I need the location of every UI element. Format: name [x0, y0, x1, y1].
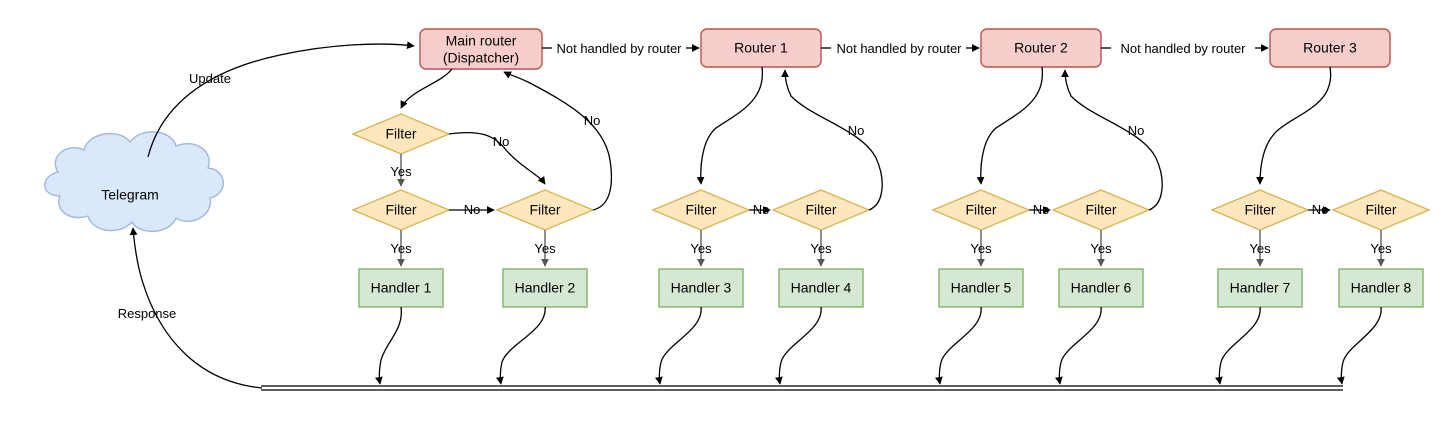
handler-4-label: Handler 4: [791, 280, 852, 296]
edge-label-update: Update: [189, 71, 231, 86]
edge-label-yes-3: Yes: [534, 241, 556, 256]
edge-label-no-r2-b: No: [1128, 123, 1145, 138]
filter-5-label: Filter: [805, 202, 836, 218]
edge-filter1-no-filter3: [448, 131, 546, 185]
handler-6-label: Handler 6: [1071, 280, 1132, 296]
router-2-label: Router 2: [1014, 40, 1068, 56]
edge-handler8-to-bus: [1337, 306, 1382, 385]
handler-8[interactable]: Handler 8: [1338, 268, 1424, 308]
router-main-rect[interactable]: [419, 28, 543, 70]
filter-1[interactable]: Filter: [351, 113, 451, 155]
handler-8-label: Handler 8: [1351, 280, 1412, 296]
handler-1-rect[interactable]: [358, 268, 444, 308]
filter-2[interactable]: Filter: [351, 189, 451, 231]
filter-2-label: Filter: [385, 202, 416, 218]
handler-3-rect[interactable]: [658, 268, 744, 308]
edge-label-no-main-b: No: [464, 202, 481, 217]
edge-label-yes-6: Yes: [970, 241, 992, 256]
filter-7-label: Filter: [1085, 202, 1116, 218]
edge-filter5-no-router1: [781, 69, 883, 211]
handler-3[interactable]: Handler 3: [658, 268, 744, 308]
edge-label-yes-7: Yes: [1090, 241, 1112, 256]
filter-8-label: Filter: [1244, 202, 1275, 218]
edge-handler6-to-bus: [1055, 306, 1102, 385]
edge-handler1-to-bus: [375, 306, 402, 385]
handler-1-label: Handler 1: [371, 280, 432, 296]
handler-2-label: Handler 2: [515, 280, 576, 296]
filter-9-label: Filter: [1365, 202, 1396, 218]
edge-label-no-main-a: No: [493, 134, 510, 149]
edge-label-no-r3-a: No: [1312, 202, 1329, 217]
edge-handler5-to-bus: [935, 306, 982, 385]
filter-6-label: Filter: [965, 202, 996, 218]
filter-8[interactable]: Filter: [1210, 189, 1310, 231]
edge-main-to-filter1: [400, 68, 453, 109]
edge-label-no-r1-b: No: [848, 123, 865, 138]
filter-1-label: Filter: [385, 126, 416, 142]
cloud-shape: [44, 131, 224, 232]
router-3-label: Router 3: [1303, 40, 1357, 56]
filter-6[interactable]: Filter: [931, 189, 1031, 231]
edge-label-yes-5: Yes: [810, 241, 832, 256]
filter-4-label: Filter: [685, 202, 716, 218]
edge-label-no-r2-a: No: [1033, 202, 1050, 217]
edge-router3-to-filter8: [1256, 66, 1332, 185]
filter-4[interactable]: Filter: [651, 189, 751, 231]
router-2[interactable]: Router 2: [980, 28, 1102, 68]
edge-router2-to-filter6: [976, 66, 1043, 185]
edge-handler3-to-bus: [655, 306, 702, 385]
router-main-label-line1: Main router: [446, 33, 517, 49]
handler-6[interactable]: Handler 6: [1058, 268, 1144, 308]
telegram-cloud: Telegram: [44, 131, 224, 232]
edge-label-not-handled-2: Not handled by router: [836, 41, 962, 56]
edge-router1-to-filter4: [696, 66, 763, 185]
edge-label-no-main-c: No: [584, 113, 601, 128]
edge-label-yes-9: Yes: [1370, 241, 1392, 256]
edge-label-yes-2: Yes: [390, 241, 412, 256]
edge-label-response: Response: [118, 306, 177, 321]
handler-5-label: Handler 5: [951, 280, 1012, 296]
edge-label-not-handled-1: Not handled by router: [556, 41, 682, 56]
edge-label-yes-4: Yes: [690, 241, 712, 256]
filter-9[interactable]: Filter: [1331, 189, 1431, 231]
handler-7-rect[interactable]: [1217, 268, 1303, 308]
filter-7[interactable]: Filter: [1051, 189, 1151, 231]
filter-3-label: Filter: [529, 202, 560, 218]
handler-7-label: Handler 7: [1230, 280, 1291, 296]
handler-2[interactable]: Handler 2: [502, 268, 588, 308]
handler-8-rect[interactable]: [1338, 268, 1424, 308]
cloud-label: Telegram: [101, 187, 159, 203]
handler-6-rect[interactable]: [1058, 268, 1144, 308]
filter-3[interactable]: Filter: [495, 189, 595, 231]
filter-5[interactable]: Filter: [771, 189, 871, 231]
handler-4-rect[interactable]: [778, 268, 864, 308]
edge-label-yes-8: Yes: [1249, 241, 1271, 256]
edge-label-no-r1-a: No: [753, 202, 770, 217]
router-main[interactable]: Main router (Dispatcher): [419, 28, 543, 70]
router-3[interactable]: Router 3: [1269, 28, 1391, 68]
edge-response: [129, 227, 263, 389]
edge-update: [147, 41, 415, 158]
edge-filter3-no-main: [503, 71, 613, 211]
handler-4[interactable]: Handler 4: [778, 268, 864, 308]
router-1-label: Router 1: [734, 40, 788, 56]
edge-handler2-to-bus: [496, 306, 546, 385]
router-1[interactable]: Router 1: [700, 28, 822, 68]
router-main-label-line2: (Dispatcher): [443, 50, 519, 66]
edge-filter7-no-router2: [1061, 69, 1163, 211]
edge-handler4-to-bus: [775, 306, 822, 385]
edge-label-not-handled-3: Not handled by router: [1120, 41, 1246, 56]
edge-label-yes-1: Yes: [390, 164, 412, 179]
edge-handler7-to-bus: [1215, 306, 1261, 385]
handler-5[interactable]: Handler 5: [938, 268, 1024, 308]
handler-1[interactable]: Handler 1: [358, 268, 444, 308]
handler-7[interactable]: Handler 7: [1217, 268, 1303, 308]
handler-3-label: Handler 3: [671, 280, 732, 296]
